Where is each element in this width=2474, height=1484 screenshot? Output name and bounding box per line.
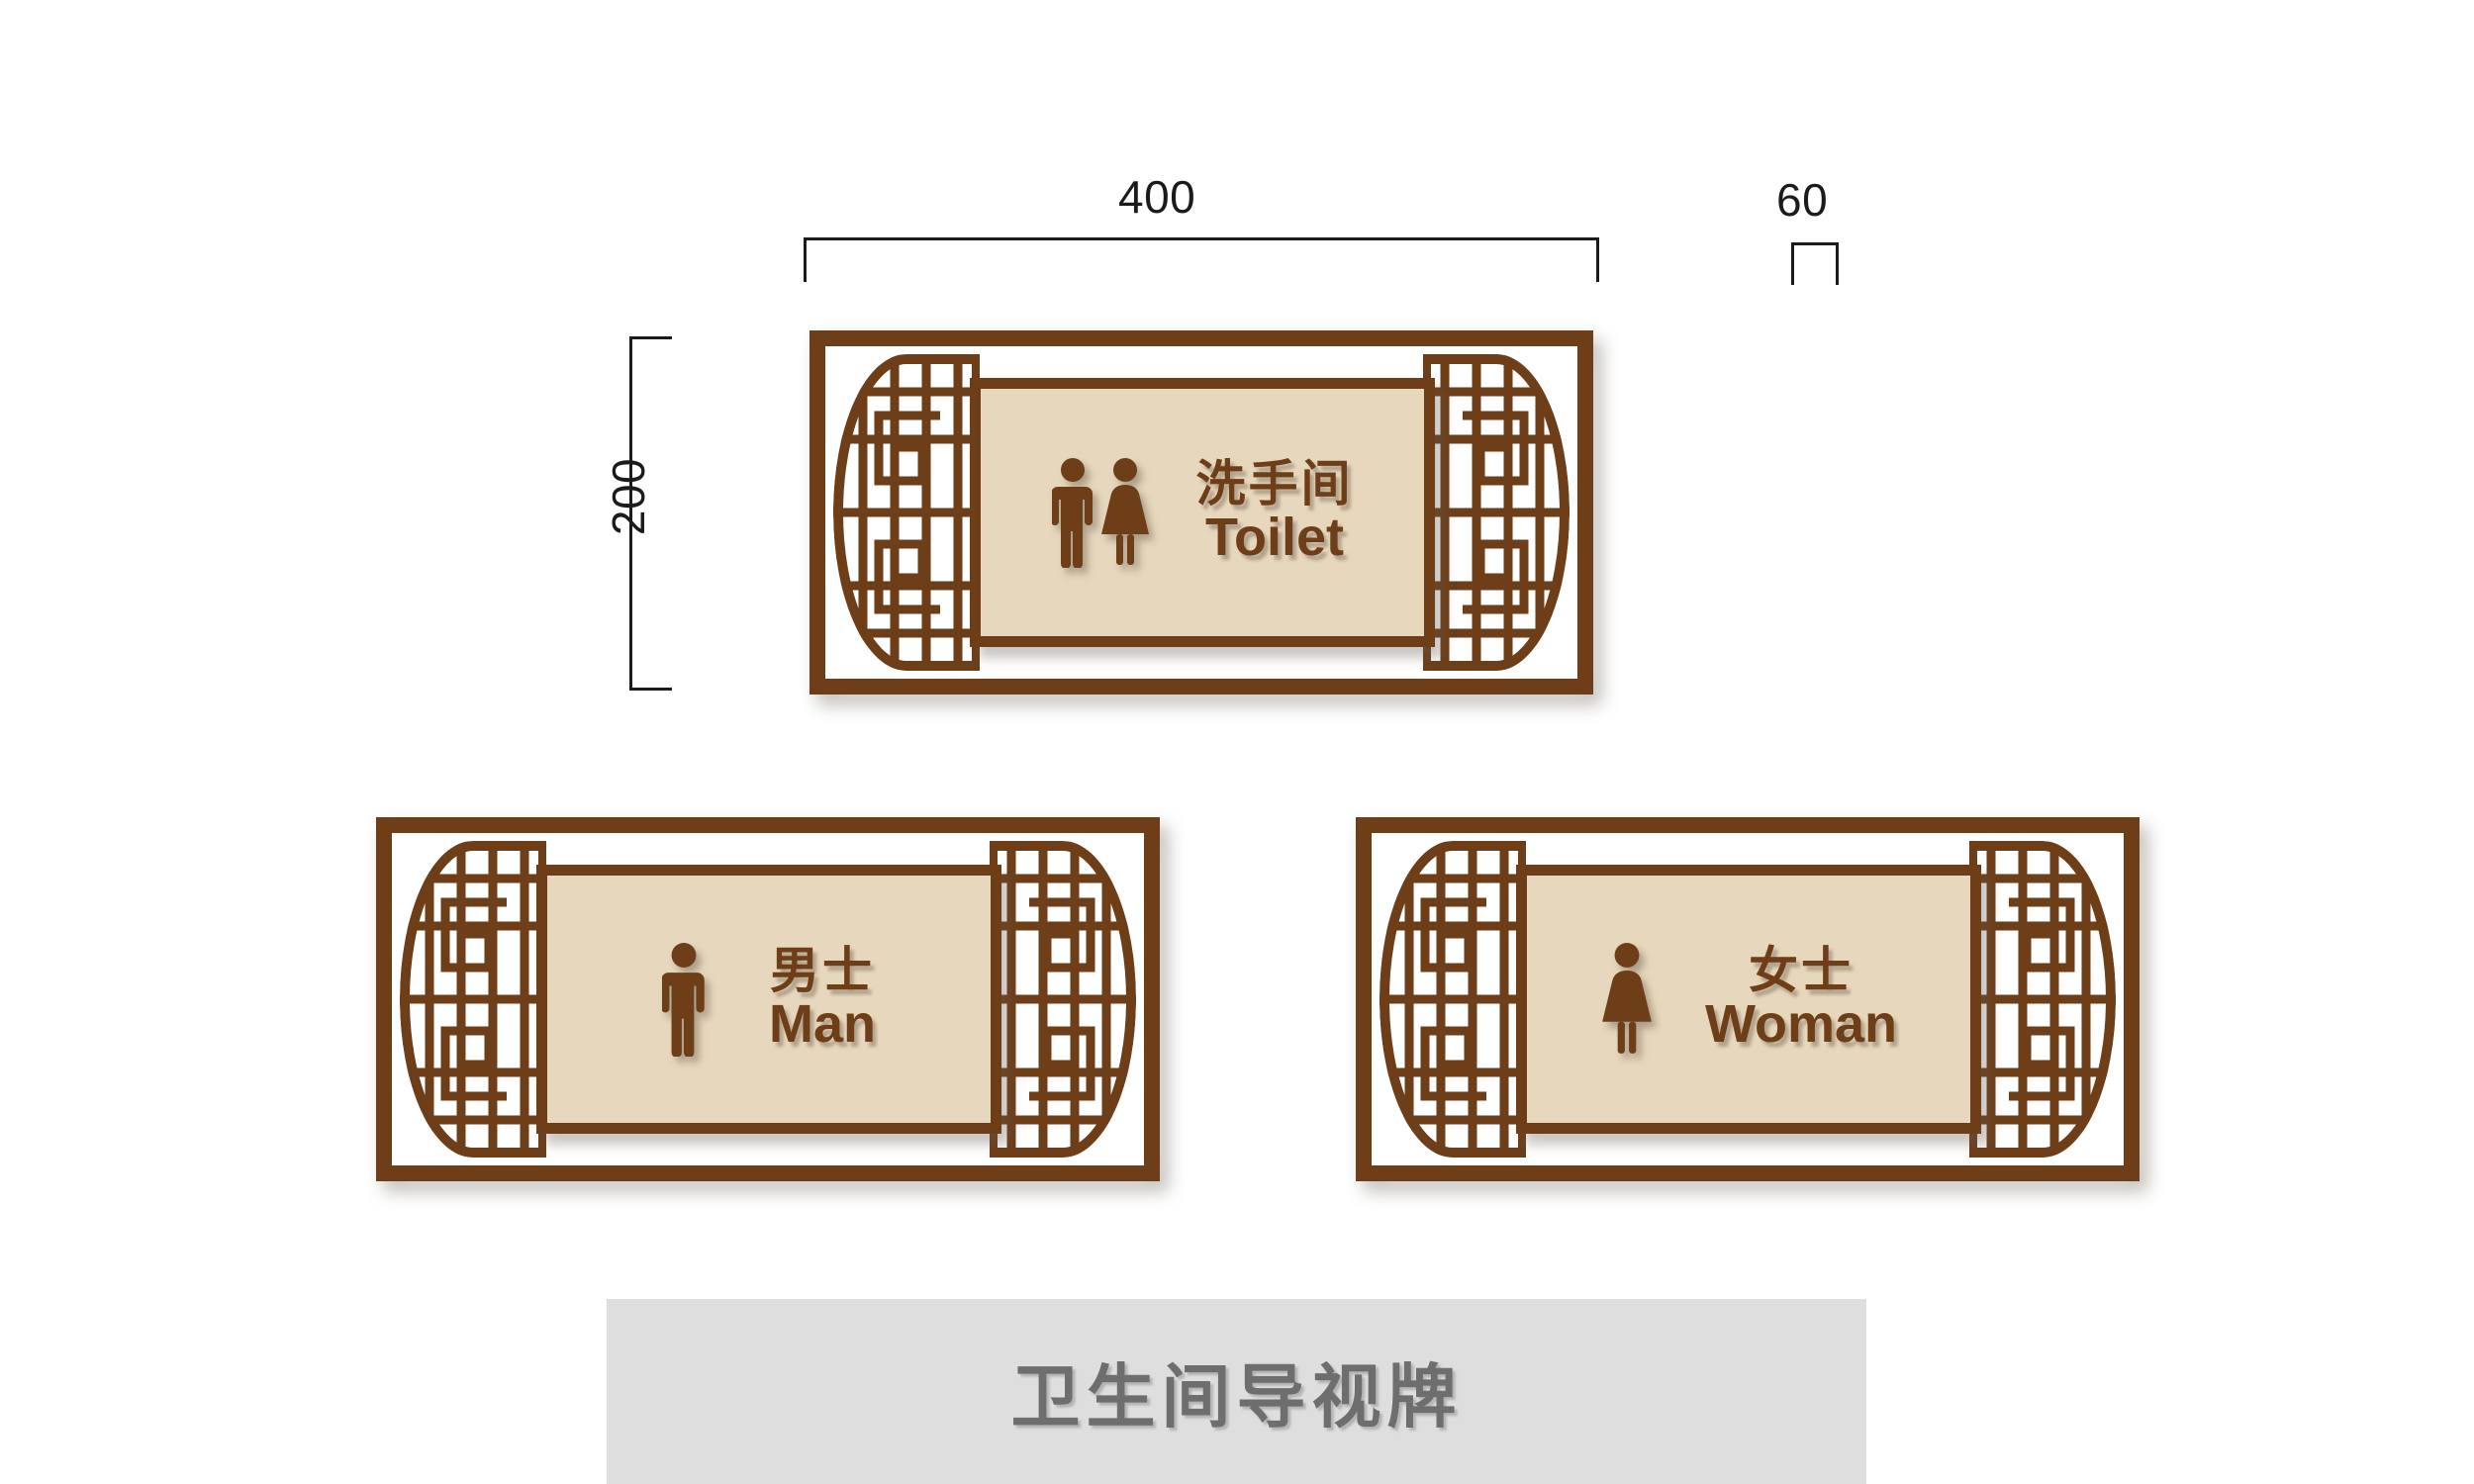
sign-plaque[interactable]: 洗手间 Toilet: [970, 378, 1435, 647]
sign-woman[interactable]: 女士 Woman: [1356, 817, 2140, 1181]
woman-pictogram: [1602, 943, 1652, 1054]
pictogram-group: [662, 942, 706, 1057]
sign-label-english: Man: [769, 993, 876, 1054]
caption-bar: 卫生间导视牌: [607, 1299, 1866, 1484]
sign-plaque[interactable]: 女士 Woman: [1516, 865, 1981, 1134]
woman-pictogram: [1100, 458, 1149, 565]
lattice-panel-right: [990, 841, 1136, 1158]
sign-text-block: 洗手间 Toilet: [1196, 459, 1354, 565]
caption-text: 卫生间导视牌: [1010, 1356, 1463, 1438]
sign-frame: [376, 817, 1160, 1181]
man-pictogram: [1051, 458, 1093, 568]
sign-text-block: 女士 Woman: [1705, 946, 1897, 1052]
sign-label-english: Woman: [1704, 993, 1897, 1054]
lattice-panel-right: [1423, 354, 1570, 671]
pictogram-group: [1051, 457, 1151, 568]
sign-label-english: Toilet: [1205, 507, 1344, 567]
lattice-panel-left: [1380, 841, 1526, 1158]
sign-label-chinese: 洗手间: [1195, 455, 1354, 513]
man-pictogram: [662, 943, 705, 1057]
sign-label-chinese: 女士: [1748, 942, 1854, 1000]
dimension-label-depth: 60: [1776, 174, 1829, 226]
dimension-bracket-width: [804, 237, 1599, 282]
sign-man[interactable]: 男士 Man: [376, 817, 1160, 1181]
sign-plaque[interactable]: 男士 Man: [536, 865, 1001, 1134]
sign-text-block: 男士 Man: [769, 946, 876, 1052]
pictogram-group: [1600, 942, 1654, 1057]
side-profile-bar: [1793, 339, 1831, 686]
dimension-bracket-height: [629, 336, 672, 691]
lattice-panel-left: [833, 354, 980, 671]
dimension-bracket-depth: [1791, 242, 1839, 285]
sign-label-chinese: 男士: [770, 942, 875, 1000]
sign-toilet[interactable]: 洗手间 Toilet: [809, 330, 1593, 695]
lattice-panel-right: [1969, 841, 2116, 1158]
dimension-label-width: 400: [1118, 171, 1196, 223]
sign-frame: [809, 330, 1593, 695]
lattice-panel-left: [400, 841, 546, 1158]
sign-frame: [1356, 817, 2140, 1181]
